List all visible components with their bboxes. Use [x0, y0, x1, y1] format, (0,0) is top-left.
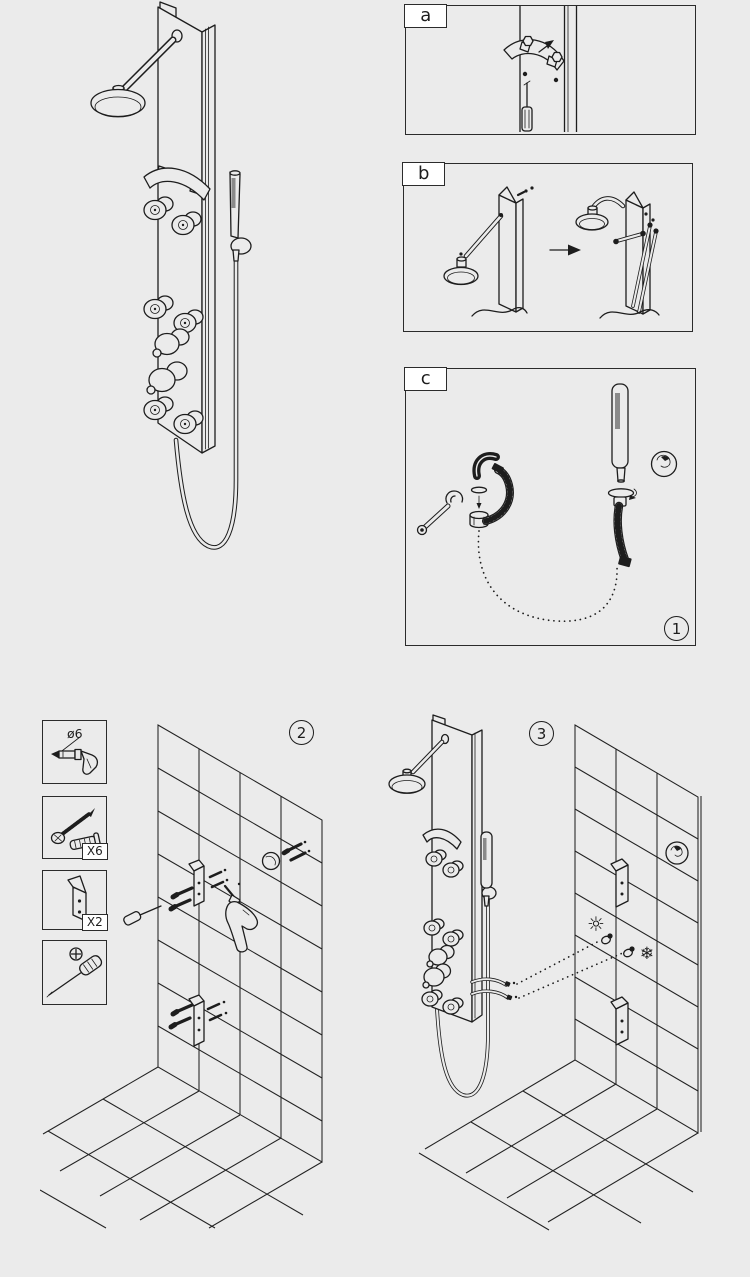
bracket-quantity-tag: X2	[81, 913, 108, 931]
step-a-illustration	[503, 5, 578, 133]
cold-water-snowflake-icon: ❄	[640, 944, 654, 964]
part-box-screwdriver	[42, 940, 107, 1005]
body-jets	[143, 196, 204, 435]
screwdriver-icon	[46, 947, 103, 998]
screwdriver-icon	[521, 80, 533, 132]
step-c-illustration	[416, 383, 678, 622]
panel-before	[443, 186, 534, 317]
tiled-floor	[40, 1066, 323, 1229]
hand-shower-parts	[607, 383, 637, 568]
inset-panel-a: a	[404, 4, 696, 135]
wrench-icon	[416, 490, 464, 536]
inset-panel-c: c	[404, 367, 696, 646]
screw-quantity-tag: X6	[81, 842, 108, 860]
part-box-bracket: X2	[42, 870, 108, 931]
cold-water-fitting	[623, 946, 635, 958]
inset-b-label: b	[402, 162, 446, 187]
control-knobs	[146, 328, 190, 395]
rain-shower-head	[90, 29, 183, 118]
step-b-illustration	[443, 186, 660, 319]
drill-bit-icon	[51, 736, 99, 775]
supply-hoses	[470, 977, 518, 1001]
hand-shower-holder	[650, 450, 678, 478]
shower-panel	[388, 714, 497, 1023]
panel-after	[575, 191, 660, 319]
lower-bracket-mounting	[168, 994, 228, 1047]
hose-fitting-assembly	[469, 452, 514, 529]
tiled-floor	[418, 1059, 699, 1231]
step-2-marker: 2	[289, 720, 314, 745]
cold-connection-dotted-line	[518, 951, 626, 999]
shower-panel-overview-illustration	[90, 1, 252, 550]
step-2-wall-illustration	[40, 724, 323, 1229]
shelf-mounting	[503, 35, 565, 83]
upper-bracket-mounting	[168, 859, 229, 912]
part-box-drill-bit: ø6	[42, 720, 107, 784]
step-3-installation-illustration: ☼ ❄	[388, 714, 702, 1231]
shower-hose	[435, 898, 490, 1098]
hot-water-fitting	[601, 933, 613, 945]
shower-hose	[173, 253, 239, 550]
inset-c-label: c	[404, 367, 448, 392]
drill-diameter-label: ø6	[67, 726, 83, 741]
hot-connection-dotted-line	[516, 939, 602, 985]
inset-a-label: a	[404, 4, 448, 29]
bracket-icon	[67, 875, 87, 922]
wall-upper-bracket	[610, 858, 629, 908]
part-box-screw-anchor: X6	[42, 796, 108, 860]
inset-panel-b: b	[402, 162, 693, 332]
wall-lower-bracket	[610, 996, 629, 1046]
outlet-escutcheon	[261, 840, 311, 871]
hand-shower	[229, 170, 252, 262]
wall-hand-shower-holder	[665, 841, 689, 865]
arrow-right	[549, 244, 581, 256]
hose-routing-dotted-path	[477, 530, 618, 622]
step-1-marker: 1	[664, 616, 689, 641]
shelf	[143, 165, 211, 201]
screwdriver	[123, 905, 162, 926]
tiled-wall	[574, 724, 702, 1134]
hot-water-sun-icon: ☼	[587, 912, 605, 936]
drill	[223, 882, 259, 953]
step-3-marker: 3	[529, 721, 554, 746]
